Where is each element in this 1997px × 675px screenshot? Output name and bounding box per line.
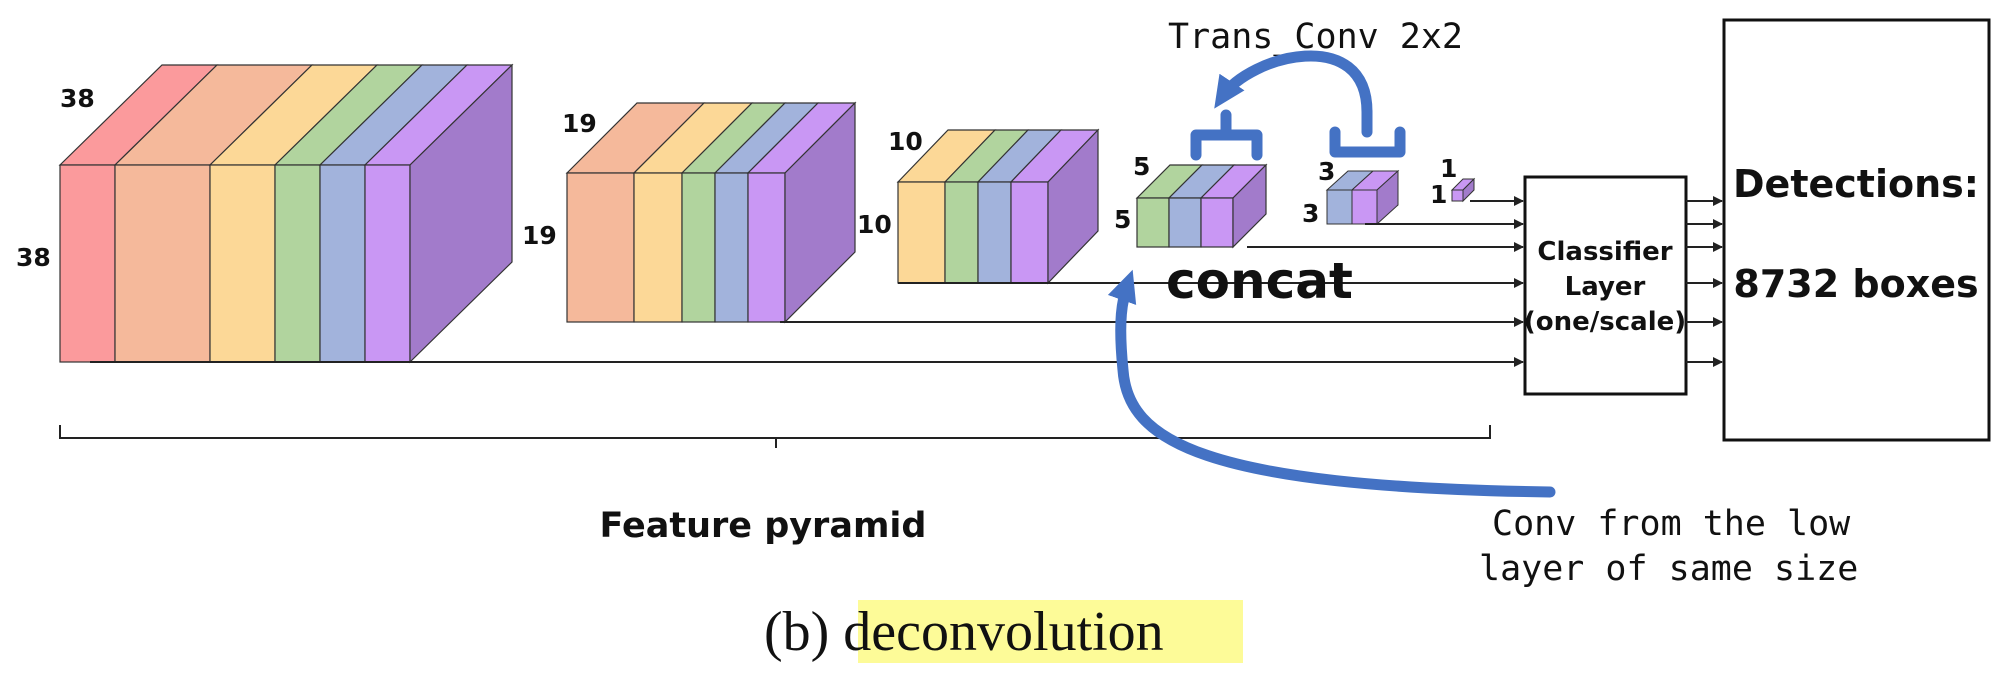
- conv-low-line-1: Conv from the low: [1492, 504, 1851, 544]
- trans-conv-arrow: [1214, 50, 1373, 118]
- block-5: 5 5: [1114, 152, 1268, 249]
- classifier-line-3: (one/scale): [1524, 307, 1686, 337]
- detections-line-1: Detections:: [1733, 162, 1979, 206]
- slab-front-face: [274, 164, 321, 363]
- brace-line: [59, 425, 1491, 448]
- block-1-top-label: 1: [1440, 154, 1457, 183]
- slab-front-face: [714, 172, 749, 323]
- trans-conv-label: Trans_Conv 2x2: [1168, 17, 1463, 57]
- slab-front-face: [1200, 197, 1234, 248]
- slab-front-face: [364, 164, 411, 363]
- slab-front-face: [209, 164, 276, 363]
- caption: (b) deconvolution: [764, 600, 1243, 663]
- block-3-side-label: 3: [1302, 199, 1319, 228]
- block-3-top-label: 3: [1318, 157, 1335, 186]
- slab-front-face: [114, 164, 211, 363]
- classifier-line-1: Classifier: [1537, 237, 1672, 267]
- block-side-face: [1232, 163, 1267, 249]
- block-19-side-label: 19: [522, 221, 557, 250]
- block-10-side-label: 10: [857, 210, 892, 239]
- classifier-layer-rect: [1523, 175, 1688, 396]
- detections-box: Detections: 8732 boxes: [1722, 18, 1991, 442]
- caption-highlight: [858, 600, 1243, 663]
- slab-front-face: [1351, 189, 1378, 225]
- classifier-layer-box: Classifier Layer (one/scale): [1523, 175, 1688, 396]
- slab-front-face: [747, 172, 786, 323]
- caption-text: (b) deconvolution: [764, 601, 1164, 663]
- detection-connectors: [1686, 196, 1723, 367]
- block-19: 19 19: [522, 101, 857, 324]
- caption-highlighted: deconvolution: [843, 601, 1163, 663]
- block-side-face: [1462, 177, 1475, 203]
- slab-front-face: [1010, 181, 1049, 284]
- slab-front-face: [1168, 197, 1202, 248]
- slab-front-face: [1136, 197, 1170, 248]
- block-38: 38 38: [16, 63, 514, 364]
- feature-pyramid-label: Feature pyramid: [600, 506, 927, 546]
- caption-prefix: (b): [764, 601, 843, 663]
- slab-front-face: [944, 181, 979, 284]
- trans-conv-annotation: Trans_Conv 2x2: [1168, 17, 1463, 161]
- feature-pyramid-brace: Feature pyramid: [59, 425, 1491, 546]
- block-5-side-label: 5: [1114, 205, 1131, 234]
- conv-low-line-2: layer of same size: [1479, 549, 1858, 589]
- block-10: 10 10: [857, 127, 1100, 285]
- slab-front-face: [566, 172, 635, 323]
- slab-front-face: [319, 164, 366, 363]
- slab-front-face: [1451, 189, 1464, 202]
- block-5-top-label: 5: [1133, 152, 1150, 181]
- block-side-face: [784, 101, 856, 324]
- block-side-face: [409, 63, 513, 364]
- detections-rect: [1722, 18, 1991, 442]
- block-38-side-label: 38: [16, 243, 51, 272]
- slab-front-face: [633, 172, 683, 323]
- block-19-top-label: 19: [562, 109, 597, 138]
- classifier-line-2: Layer: [1565, 272, 1646, 302]
- block-side-face: [1376, 169, 1399, 226]
- conv-low-annotation: Conv from the low layer of same size: [1107, 269, 1858, 589]
- concat-label: concat: [1166, 252, 1353, 310]
- block-1-side-label: 1: [1430, 180, 1447, 209]
- block-1: 1 1: [1430, 154, 1476, 209]
- classifier-connectors: [90, 196, 1524, 367]
- slab-front-face: [977, 181, 1012, 284]
- slab-front-face: [897, 181, 946, 284]
- trans-conv-bracket-target: [1190, 109, 1263, 161]
- detections-line-2: 8732 boxes: [1733, 262, 1978, 306]
- slab-front-face: [1326, 189, 1353, 225]
- conv-low-arrow: [1107, 269, 1556, 498]
- slab-front-face: [681, 172, 716, 323]
- block-3: 3 3: [1302, 157, 1400, 228]
- slab-front-face: [59, 164, 116, 363]
- block-10-top-label: 10: [888, 127, 923, 156]
- trans-conv-bracket-small: [1329, 106, 1406, 158]
- block-side-face: [1047, 128, 1099, 285]
- block-38-top-label: 38: [60, 84, 95, 113]
